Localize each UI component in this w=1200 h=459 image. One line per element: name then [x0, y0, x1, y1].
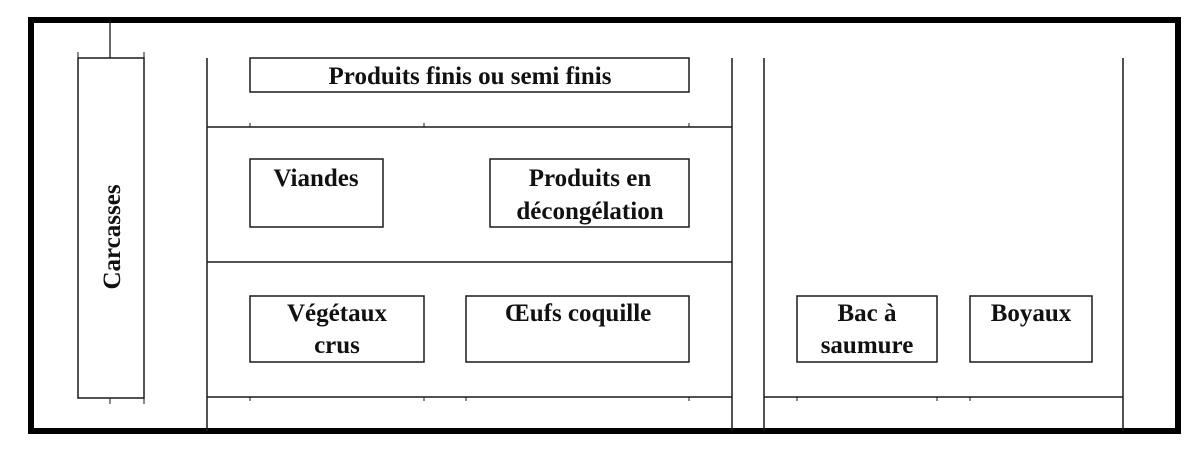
- decongelation-box: Produits en décongélation: [489, 158, 690, 228]
- carcasses-box: [77, 57, 145, 399]
- bac-saumure-label-line1: Bac à: [837, 300, 897, 327]
- boyaux-label: Boyaux: [991, 300, 1072, 327]
- vegetaux-box: Végétaux crus: [249, 295, 425, 363]
- decongelation-label-line2: décongélation: [516, 198, 663, 225]
- boyaux-box: Boyaux: [969, 295, 1093, 363]
- produits-finis-label: Produits finis ou semi finis: [329, 63, 612, 90]
- oeufs-label: Œufs coquille: [505, 300, 652, 327]
- outer-frame: [28, 17, 1181, 434]
- carcasses-rack: Carcasses: [77, 52, 145, 404]
- viandes-label: Viandes: [273, 165, 358, 192]
- produits-finis-box: Produits finis ou semi finis: [249, 57, 690, 93]
- vegetaux-label-line2: crus: [314, 332, 360, 359]
- viandes-box: Viandes: [249, 158, 384, 228]
- left-shelving-unit: [206, 58, 733, 431]
- oeufs-box: Œufs coquille: [465, 295, 690, 363]
- vegetaux-label-line1: Végétaux: [287, 300, 387, 327]
- bac-saumure-label-line2: saumure: [821, 332, 914, 359]
- carcasses-label: Carcasses: [99, 184, 126, 289]
- bac-saumure-box: Bac à saumure: [796, 295, 938, 363]
- right-shelving-unit: [763, 58, 1124, 431]
- decongelation-label-line1: Produits en: [529, 165, 652, 192]
